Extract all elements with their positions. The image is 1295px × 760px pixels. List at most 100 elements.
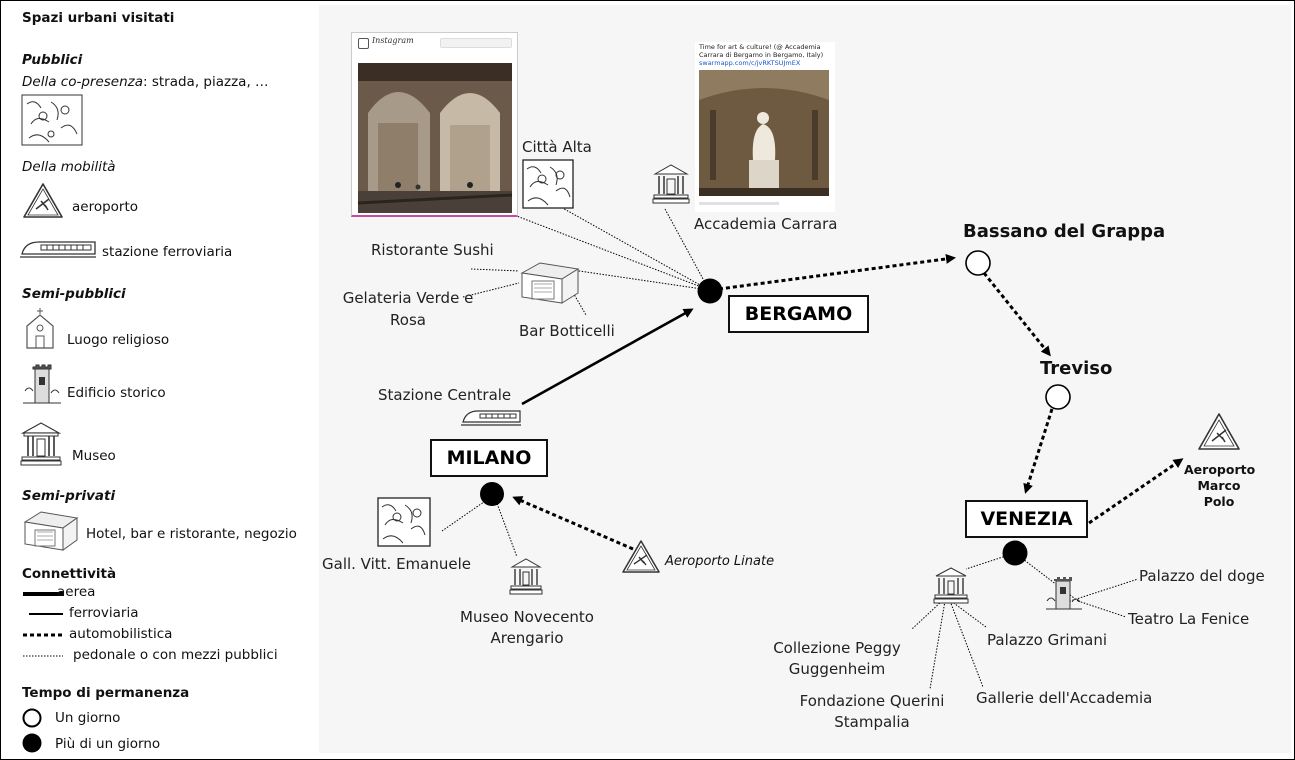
node-venezia[interactable] [1002,540,1028,566]
legend-ferroviaria: ferroviaria [69,605,139,621]
tweet-link[interactable]: swarmapp.com/c/jvRKTSUJmEX [699,59,801,67]
label-gall-vitt: Gall. Vitt. Emanuele [322,555,472,573]
link-sushi [470,268,520,272]
street-square-icon [21,94,83,146]
link-venezia-museum [965,552,1016,570]
historic-building-icon [23,364,61,404]
label-treviso: Treviso [1040,358,1113,379]
label-palazzo-doge: Palazzo del doge [1139,567,1265,585]
label-querini: Fondazione Querini Stampalia [799,692,945,731]
line-samples [23,592,63,657]
legend-tempo: Tempo di permanenza [22,685,190,701]
label-teatro-fenice: Teatro La Fenice [1128,610,1250,628]
legend-un-giorno: Un giorno [55,710,121,726]
label-gelateria: Gelateria Verde e Rosa [342,289,474,329]
legend-copresenza-suffix: : strada, piazza, … [143,74,269,90]
road-bergamo-bassano [718,253,956,291]
stazione-centrale-train-icon [461,410,521,426]
citta-alta-square-icon [522,159,574,209]
node-bergamo[interactable] [697,278,723,304]
stay-markers [22,708,42,753]
legend-pubblici: Pubblici [22,52,83,68]
legend-aeroporto: aeroporto [72,199,139,215]
legend-semipubblici: Semi-pubblici [22,286,126,302]
link-museo-novecento [494,497,518,558]
road-treviso-venezia [1023,408,1054,494]
venezia-museum-icon [933,567,969,604]
link-palazzo-doge [1057,578,1139,606]
museo-novecento-icon [509,558,543,595]
label-grimani: Palazzo Grimani [987,631,1108,649]
legend-automobilistica: automobilistica [69,626,173,642]
accademia-carrara-museum-icon [652,164,690,204]
instagram-photo-arcade [357,63,513,213]
rail-milano-bergamo [521,308,694,406]
node-bassano[interactable] [965,250,991,276]
shop-icon [23,511,79,551]
city-box-venezia[interactable]: VENEZIA [965,500,1088,538]
church-icon [26,308,54,349]
tweet-photo-statue [699,70,829,196]
museum-icon [20,422,62,466]
bergamo-shop-icon [520,262,580,304]
multi-day-marker [22,733,42,753]
legend-aerea: aerea [57,584,96,600]
legend-storico: Edificio storico [67,385,166,401]
label-gallerie-accademia: Gallerie dell'Accademia [976,689,1153,707]
city-box-bergamo[interactable]: BERGAMO [728,295,869,333]
legend-stazione: stazione ferroviaria [102,244,233,260]
road-bassano-treviso [982,272,1051,357]
legend-panel: Spazi urbani visitati Pubblici Della co-… [1,1,313,759]
label-accademia-carrara: Accademia Carrara [694,215,838,233]
tweet-text: Time for art & culture! (@ Accademia Car… [699,43,824,59]
tweet-meta-bar [699,202,779,205]
one-day-marker [22,708,42,728]
instagram-post[interactable]: Instagram [351,32,518,217]
link-peggy [911,600,943,630]
train-icon [20,241,96,258]
link-gelateria [462,282,520,298]
venezia-historic-building-icon [1046,577,1082,610]
legend-title: Spazi urbani visitati [22,10,175,26]
road-linate-milano [512,496,634,551]
airport-icon [23,183,63,218]
legend-connettivita: Connettività [22,566,117,582]
instagram-icon [358,38,369,49]
legend-copresenza-prefix: Della co-presenza [22,74,143,90]
label-aeroporto-marco-polo: Aeroporto Marco Polo [1184,462,1256,509]
link-shop-bergamo [551,266,710,291]
label-ristorante-sushi: Ristorante Sushi [371,241,494,259]
label-aeroporto-linate: Aeroporto Linate [665,554,775,569]
label-peggy: Collezione Peggy Guggenheim [773,639,901,678]
link-gallerie [949,600,984,688]
link-gall-vitt [441,496,492,532]
instagram-brand: Instagram [372,36,414,45]
legend-pedonale: pedonale o con mezzi pubblici [73,647,278,663]
legend-hotel: Hotel, bar e ristorante, negozio [86,526,297,542]
node-milano[interactable] [480,482,504,506]
legend-piu-giorni: Più di un giorno [55,736,161,752]
label-bar-botticelli: Bar Botticelli [519,322,615,340]
legend-museo: Museo [72,448,116,464]
tweet-post[interactable]: Time for art & culture! (@ Accademia Car… [695,42,835,212]
legend-mobilita: Della mobilità [22,159,116,175]
city-box-milano[interactable]: MILANO [430,439,548,477]
label-museo-novecento: Museo Novecento Arengario [460,608,594,647]
legend-semiprivati: Semi-privati [22,488,116,504]
link-fenice [1077,600,1127,618]
label-bassano: Bassano del Grappa [963,221,1166,242]
link-accademia-carrara [664,208,710,291]
label-citta-alta: Città Alta [522,138,592,156]
node-treviso[interactable] [1045,384,1071,410]
road-venezia-marcopolo [1088,458,1184,525]
legend-religioso: Luogo religioso [67,332,170,348]
instagram-search-box[interactable] [440,38,512,48]
linate-airport-icon [622,540,660,573]
link-grimani [950,600,987,628]
link-instagram-post [500,209,710,291]
legend-copresenza: Della co-presenza: strada, piazza, … [22,74,269,90]
marco-polo-airport-icon [1198,413,1240,450]
